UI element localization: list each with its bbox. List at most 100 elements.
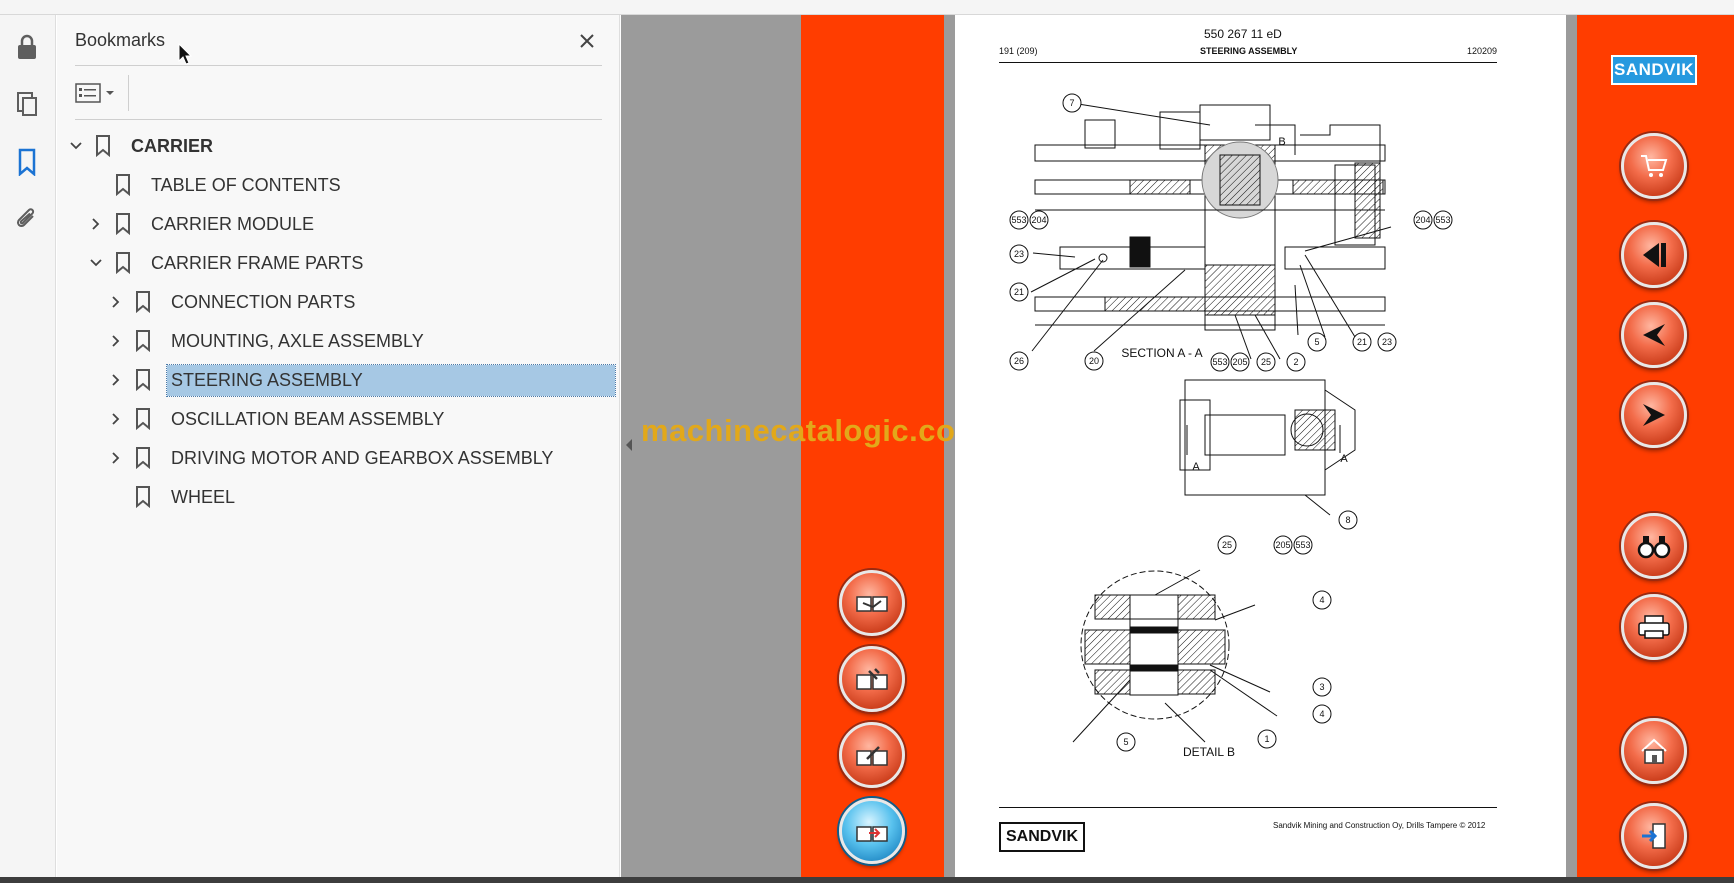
book-hand-button[interactable]: [839, 570, 905, 636]
callout: 25: [1222, 540, 1232, 550]
collapse-panel-handle[interactable]: [624, 437, 634, 458]
callout: 8: [1345, 515, 1350, 525]
bookmark-label: CARRIER: [131, 135, 214, 156]
bookmark-item-carrier[interactable]: CARRIER: [67, 129, 213, 163]
callout: 5: [1314, 337, 1319, 347]
cart-icon: [1641, 155, 1668, 177]
bookmark-item-connection-parts[interactable]: CONNECTION PARTS: [107, 285, 355, 319]
sandvik-logo: SANDVIK: [1611, 55, 1697, 85]
callout: 3: [1319, 682, 1324, 692]
chevron-down-icon: [106, 91, 114, 95]
next-page-button[interactable]: [1621, 382, 1687, 448]
bookmark-icon: [136, 330, 150, 352]
left-tool-rail: [0, 15, 56, 877]
section-title: STEERING ASSEMBLY: [1200, 46, 1298, 56]
arrow-right-icon: [1643, 404, 1665, 426]
chevron-down-icon[interactable]: [67, 137, 85, 155]
bookmark-item-driving-motor-gearbox[interactable]: DRIVING MOTOR AND GEARBOX ASSEMBLY: [107, 441, 553, 475]
page-number: 191 (209): [999, 46, 1038, 56]
bookmark-icon[interactable]: [10, 145, 44, 179]
bookmark-label: CONNECTION PARTS: [171, 291, 356, 312]
bookmark-label: WHEEL: [171, 486, 236, 507]
document-number: 550 267 11 eD: [1204, 27, 1282, 41]
callout: 553: [1011, 215, 1026, 225]
marker-a-left: A: [1192, 461, 1200, 473]
callout: 553: [1295, 540, 1310, 550]
marker-a-right: A: [1340, 453, 1348, 465]
mouse-cursor-icon: [178, 42, 193, 70]
callout: 204: [1415, 215, 1430, 225]
footer-copyright: Sandvik Mining and Construction Oy, Dril…: [1273, 821, 1486, 830]
spacer: [107, 488, 125, 506]
first-page-button[interactable]: [1621, 222, 1687, 288]
book-pen-button[interactable]: [839, 722, 905, 788]
book-exit-button[interactable]: [839, 798, 905, 864]
bookmark-item-mounting-axle-assembly[interactable]: MOUNTING, AXLE ASSEMBLY: [107, 324, 424, 358]
divider: [128, 75, 129, 111]
chevron-right-icon[interactable]: [107, 449, 125, 467]
callout: 205: [1275, 540, 1290, 550]
bookmark-options-button[interactable]: [75, 78, 125, 108]
bookmark-item-carrier-module[interactable]: CARRIER MODULE: [87, 207, 314, 241]
bookmark-label: DRIVING MOTOR AND GEARBOX ASSEMBLY: [171, 447, 554, 468]
previous-page-button[interactable]: [1621, 302, 1687, 368]
home-button[interactable]: [1621, 718, 1687, 784]
arrow-left-icon: [1643, 324, 1665, 346]
taskbar-edge: [0, 877, 1734, 883]
close-panel-button[interactable]: [573, 27, 601, 55]
chevron-right-icon[interactable]: [107, 293, 125, 311]
bookmark-label: OSCILLATION BEAM ASSEMBLY: [171, 408, 445, 429]
book-wrench-icon: [856, 668, 888, 690]
list-options-icon: [75, 83, 101, 103]
bookmark-label: TABLE OF CONTENTS: [151, 174, 341, 195]
bookmark-icon: [136, 369, 150, 391]
bookmark-item-steering-assembly[interactable]: STEERING ASSEMBLY: [107, 363, 616, 397]
callout: 1: [1264, 734, 1269, 744]
bookmark-icon: [116, 213, 130, 235]
bookmarks-panel: Bookmarks CARRIER TABLE OF CONTENTS CARR…: [57, 15, 620, 877]
callout: 23: [1014, 249, 1024, 259]
bookmark-label: MOUNTING, AXLE ASSEMBLY: [171, 330, 424, 351]
bookmark-item-wheel[interactable]: WHEEL: [107, 480, 235, 514]
bookmark-item-table-of-contents[interactable]: TABLE OF CONTENTS: [87, 168, 341, 202]
bookmark-label-selected: STEERING ASSEMBLY: [166, 363, 616, 397]
chevron-right-icon[interactable]: [87, 215, 105, 233]
window-top-bar: [0, 0, 1734, 15]
bookmark-icon: [116, 252, 130, 274]
callout: 553: [1212, 357, 1227, 367]
callout: 23: [1382, 337, 1392, 347]
bookmark-icon: [96, 135, 110, 157]
callout: 553: [1435, 215, 1450, 225]
attachment-icon[interactable]: [10, 203, 44, 237]
callout: 26: [1014, 356, 1024, 366]
callout: 204: [1031, 215, 1046, 225]
spacer: [87, 176, 105, 194]
lock-icon[interactable]: [10, 30, 44, 64]
printer-icon: [1638, 615, 1670, 639]
bookmark-icon: [136, 486, 150, 508]
exit-button[interactable]: [1621, 803, 1687, 869]
callout: 5: [1123, 737, 1128, 747]
print-button[interactable]: [1621, 594, 1687, 660]
divider: [75, 119, 602, 120]
bookmark-icon: [136, 291, 150, 313]
chevron-down-icon[interactable]: [87, 254, 105, 272]
section-label: SECTION A - A: [1121, 346, 1202, 360]
callout: 25: [1261, 357, 1271, 367]
callout: 2: [1293, 357, 1298, 367]
divider: [75, 65, 602, 66]
book-pen-icon: [856, 746, 888, 766]
bookmark-icon: [136, 447, 150, 469]
bookmark-label: CARRIER MODULE: [151, 213, 315, 234]
cart-button[interactable]: [1621, 133, 1687, 199]
pages-icon[interactable]: [10, 87, 44, 121]
bookmark-item-carrier-frame-parts[interactable]: CARRIER FRAME PARTS: [87, 246, 363, 280]
bookmark-item-oscillation-beam-assembly[interactable]: OSCILLATION BEAM ASSEMBLY: [107, 402, 444, 436]
chevron-right-icon[interactable]: [107, 410, 125, 428]
footer-rule: [999, 807, 1497, 808]
chevron-right-icon[interactable]: [107, 332, 125, 350]
search-button[interactable]: [1621, 513, 1687, 579]
book-tool-button[interactable]: [839, 646, 905, 712]
chevron-right-icon[interactable]: [107, 371, 125, 389]
home-icon: [1641, 738, 1667, 764]
